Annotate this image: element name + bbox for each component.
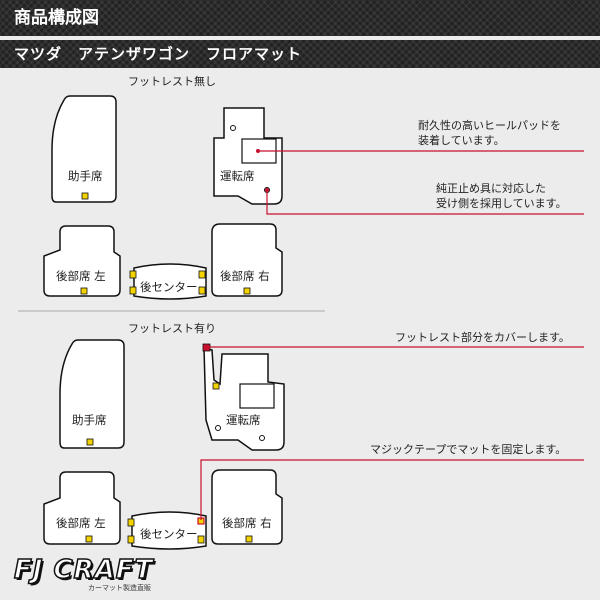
fastener bbox=[212, 382, 220, 390]
callout-heel-pad-line2: 装着しています。 bbox=[418, 134, 505, 147]
mat-passenger-shape bbox=[59, 339, 125, 449]
section-label-with-footrest: フットレスト有り bbox=[128, 322, 216, 335]
mat-label-passenger: 助手席 bbox=[72, 413, 107, 427]
hook-dot bbox=[230, 125, 236, 131]
mat-rear-right-shape bbox=[211, 223, 283, 297]
mat-label-rear-right: 後部席 右 bbox=[220, 269, 270, 283]
mat-label-rear-center: 後センター bbox=[140, 527, 198, 541]
callout-hook: 純正止め具に対応した 受け側を採用しています。 bbox=[436, 181, 567, 211]
page-subtitle: マツダ アテンザワゴン フロアマット bbox=[0, 40, 600, 68]
callout-footrest: フットレスト部分をカバーします。 bbox=[395, 331, 570, 344]
fastener bbox=[197, 535, 205, 544]
mat-label-passenger: 助手席 bbox=[68, 169, 103, 183]
brand-tagline: カーマット製造直販 bbox=[88, 584, 151, 592]
mat-label-rear-left: 後部席 左 bbox=[56, 516, 106, 530]
mat-label-rear-left: 後部席 左 bbox=[56, 269, 106, 283]
hook-dot bbox=[259, 435, 265, 441]
mat-rear-left-shape bbox=[43, 471, 121, 545]
callout-line-velcro bbox=[200, 459, 584, 520]
callout-hook-line2: 受け側を採用しています。 bbox=[436, 197, 567, 210]
hook-dot bbox=[215, 425, 221, 431]
fastener bbox=[80, 287, 88, 295]
callout-line-hook bbox=[266, 190, 584, 215]
fastener bbox=[86, 438, 94, 446]
callout-dots bbox=[256, 149, 269, 192]
callout-heel-pad: 耐久性の高いヒールパッドを 装着しています。 bbox=[418, 118, 561, 148]
fastener bbox=[127, 535, 135, 544]
heel-pad-shape bbox=[239, 383, 275, 409]
fastener bbox=[198, 286, 206, 295]
mat-rear-center-shape bbox=[131, 511, 207, 550]
callout-lines bbox=[200, 150, 584, 520]
mat-label-driver: 運転席 bbox=[226, 413, 261, 427]
brand-logo: FJ CRAFT bbox=[13, 554, 154, 586]
mat-rear-left-shape bbox=[43, 225, 121, 297]
callout-hook-line1: 純正止め具に対応した bbox=[436, 182, 546, 195]
fastener bbox=[81, 192, 89, 200]
callout-velcro: マジックテープでマットを固定します。 bbox=[370, 443, 567, 456]
fastener bbox=[129, 286, 137, 295]
mat-rear-right-shape bbox=[211, 469, 283, 545]
section-label-no-footrest: フットレスト無し bbox=[128, 75, 216, 88]
mat-label-rear-center: 後センター bbox=[140, 280, 198, 294]
fastener bbox=[85, 535, 93, 543]
fastener bbox=[243, 287, 251, 295]
page-title: 商品構成図 bbox=[0, 0, 600, 36]
callout-heel-pad-line1: 耐久性の高いヒールパッドを bbox=[418, 119, 561, 132]
mat-rear-center-shape bbox=[133, 263, 207, 300]
fastener bbox=[127, 518, 135, 527]
mat-label-rear-right: 後部席 右 bbox=[222, 516, 272, 530]
fastener bbox=[129, 270, 137, 279]
fastener bbox=[198, 270, 206, 279]
mat-label-driver: 運転席 bbox=[220, 169, 255, 183]
fastener bbox=[245, 535, 253, 543]
mat-passenger-shape bbox=[51, 95, 117, 203]
